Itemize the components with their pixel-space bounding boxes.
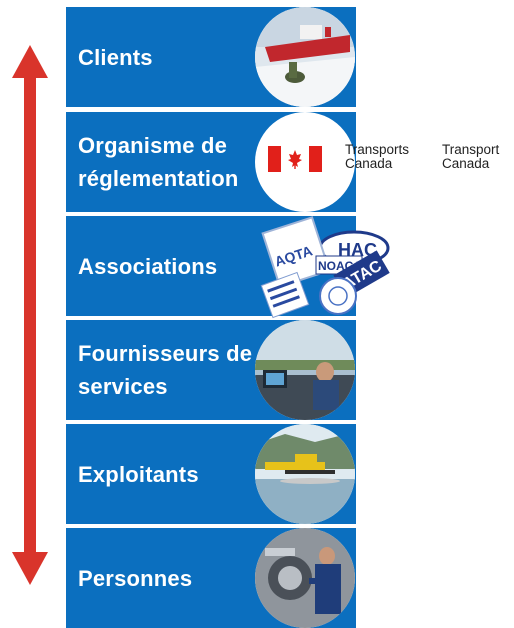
canada-flag-icon	[268, 146, 322, 172]
layer-label: Fournisseurs de services	[78, 341, 253, 399]
transports-canada-wordmark-fr: Transports Canada	[345, 142, 410, 171]
layer-label: Organisme de réglementation	[78, 133, 239, 191]
double-headed-arrow-icon	[12, 45, 48, 585]
layer-label: Exploitants	[78, 461, 199, 487]
association-logos-collage: HAC AQTA NOACA ATAC	[260, 216, 390, 319]
layer-label: Clients	[78, 44, 153, 70]
air-traffic-controller-photo	[255, 320, 355, 420]
icebreaker-ship-photo	[255, 7, 355, 107]
aircraft-mechanic-photo	[255, 528, 355, 628]
hac-logo-text: HAC	[338, 240, 377, 260]
layer-label: Personnes	[78, 565, 193, 591]
layer-label: Associations	[78, 253, 218, 279]
transport-canada-wordmark-en: Transport Canada	[442, 142, 500, 171]
floatplane-photo	[255, 424, 355, 524]
